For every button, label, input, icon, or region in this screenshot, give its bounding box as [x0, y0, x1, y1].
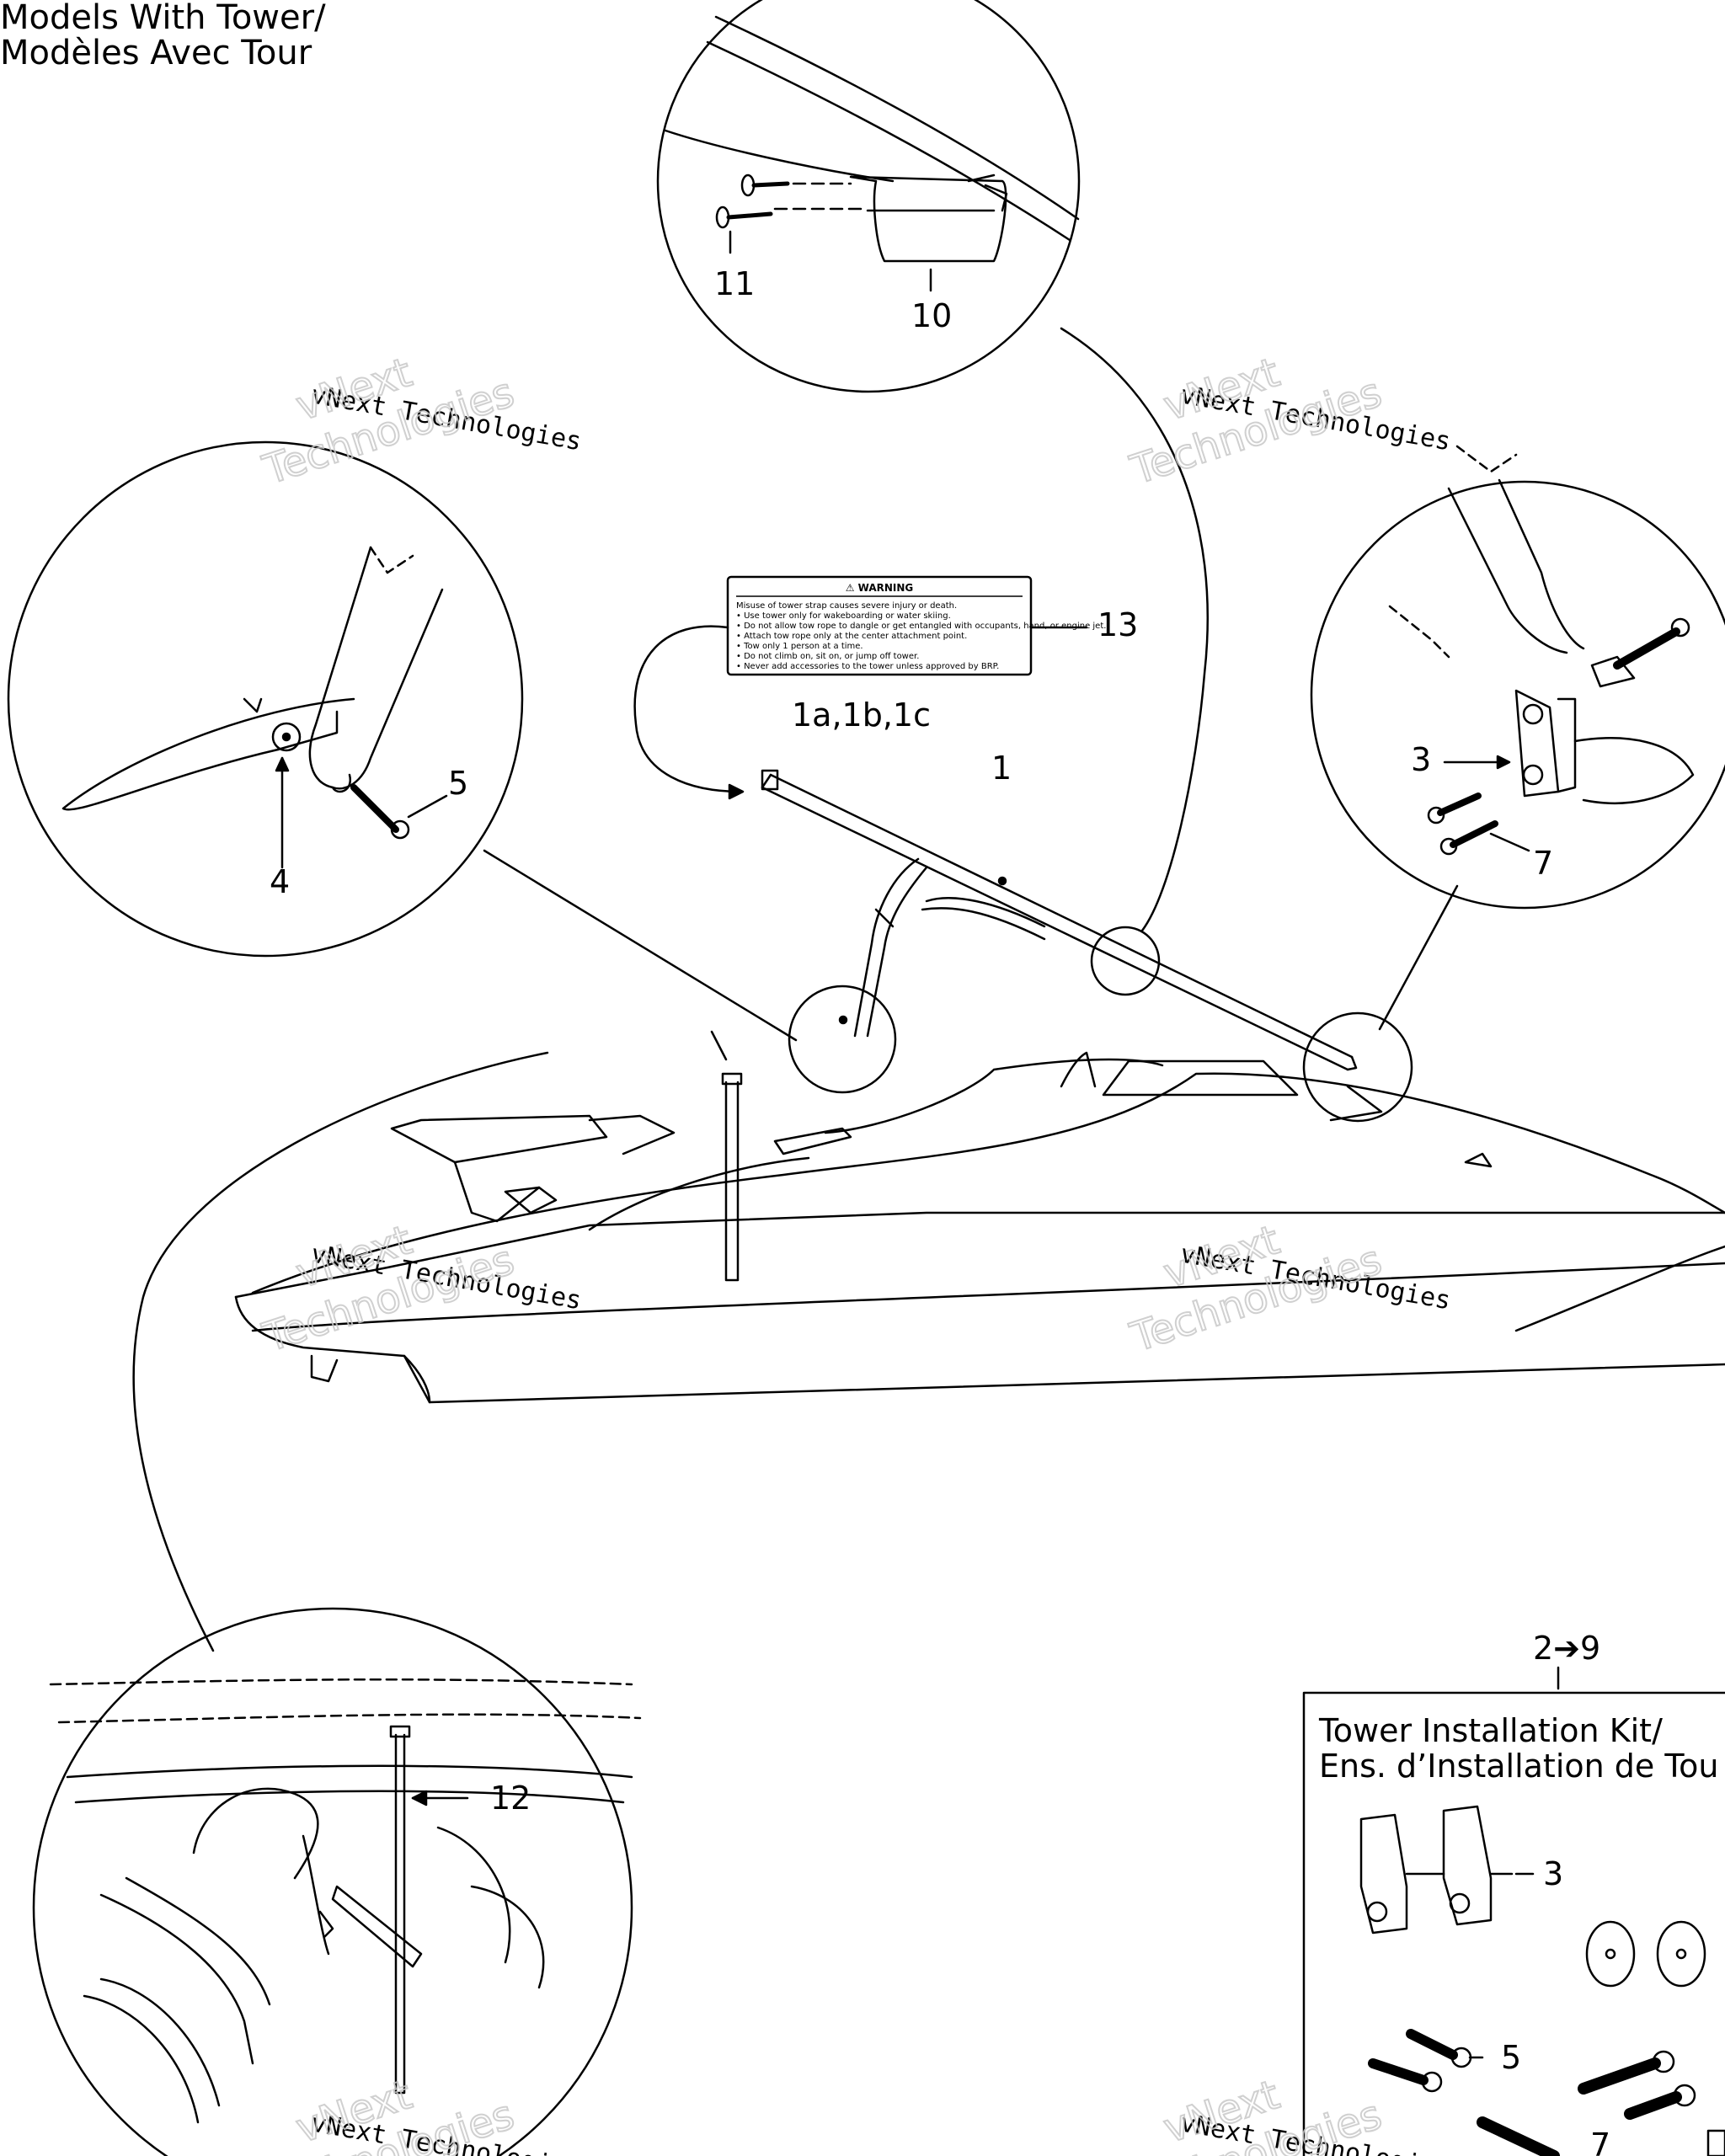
boat-hull: [234, 1030, 1725, 1404]
kit-title-line-2: Ens. d’Installation de Tou: [1319, 1748, 1718, 1785]
callout-11: 11: [714, 265, 755, 302]
detail-circle-mount-left: [788, 985, 897, 1094]
callout-5: 5: [448, 765, 468, 802]
callout-1: 1: [991, 750, 1012, 787]
callout-12: 12: [490, 1780, 531, 1817]
callout-7: 7: [1533, 845, 1553, 882]
kit-callout-5: 5: [1501, 2039, 1521, 2076]
callout-1a-1b-1c: 1a,1b,1c: [792, 696, 931, 734]
detail-circle-bottom: [32, 1607, 633, 2156]
diagram-title: Models With Tower/ Modèles Avec Tour: [0, 0, 326, 71]
kit-callout-3: 3: [1543, 1855, 1563, 1892]
detail-circle-top: [656, 0, 1081, 393]
installation-kit: [1302, 1666, 1725, 2156]
warning-label-text: ⚠ WARNING Misuse of tower strap causes s…: [736, 582, 1106, 671]
callout-4: 4: [270, 863, 290, 900]
title-line-2: Modèles Avec Tour: [0, 34, 312, 72]
title-line-1: Models With Tower/: [0, 0, 326, 37]
warning-line: Misuse of tower strap causes severe inju…: [736, 601, 957, 611]
watermark-outline: vNext Technologies: [256, 2070, 521, 2156]
warning-line: • Never add accessories to the tower unl…: [736, 662, 999, 671]
tower-assembly: [761, 769, 1358, 1071]
warning-line: • Attach tow rope only at the center att…: [736, 632, 967, 641]
warning-line: • Do not climb on, sit on, or jump off t…: [736, 652, 919, 661]
detail-circle-right: [1310, 480, 1725, 910]
kit-callout-7: 7: [1590, 2127, 1610, 2156]
warning-heading: ⚠ WARNING: [846, 582, 914, 594]
callouts: 11 10 13 1a,1b,1c 1 5 4 3 7 12: [270, 265, 1553, 1817]
watermark-outline: vNext Technologies: [1124, 2070, 1388, 2156]
mirror-detail: [664, 15, 1080, 292]
tower-base-right-detail: [1388, 445, 1695, 856]
callout-10: 10: [911, 297, 952, 334]
warning-label: [633, 575, 1088, 800]
warning-line: • Use tower only for wakeboarding or wat…: [736, 611, 951, 621]
detail-circle-mount-right: [1302, 1011, 1413, 1123]
warning-line: • Tow only 1 person at a time.: [736, 642, 863, 651]
kit-title-line-1: Tower Installation Kit/: [1318, 1712, 1663, 1749]
detail-circle-left: [7, 440, 524, 958]
kit-text: 2➔9 Tower Installation Kit/ Ens. d’Insta…: [1318, 1630, 1718, 2156]
detail-circle-mirror: [1090, 926, 1161, 996]
tower-base-left-detail: [61, 546, 448, 869]
tower-stanchion-detail: [49, 1678, 642, 2124]
kit-reference: 2➔9: [1533, 1630, 1600, 1667]
callout-3: 3: [1411, 741, 1431, 778]
warning-line: • Do not allow tow rope to dangle or get…: [736, 622, 1106, 631]
callout-13: 13: [1097, 606, 1138, 643]
